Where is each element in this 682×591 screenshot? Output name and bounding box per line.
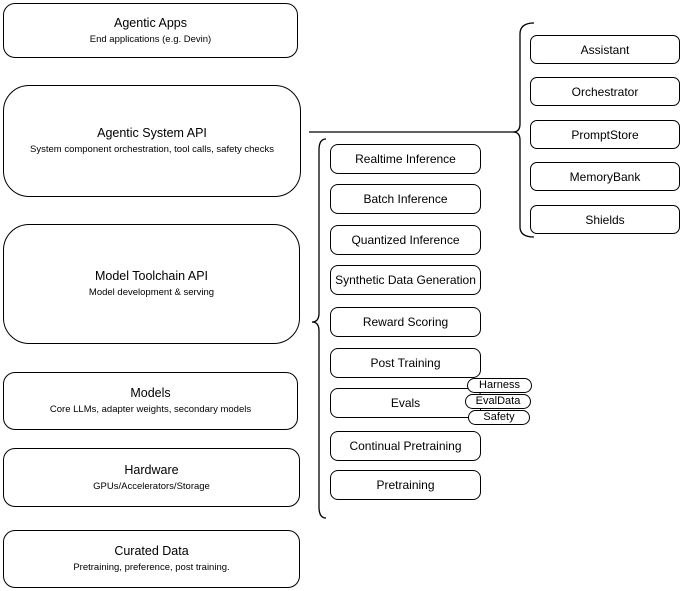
node-evals: Evals (330, 388, 481, 418)
node-reward-scoring: Reward Scoring (330, 307, 481, 337)
node-title: Agentic System API (97, 126, 207, 140)
tag-evaldata: EvalData (465, 394, 531, 409)
node-pretraining: Pretraining (330, 470, 481, 500)
node-agentic-apps: Agentic Apps End applications (e.g. Devi… (3, 3, 298, 58)
node-title: Model Toolchain API (94, 269, 209, 283)
node-subtitle: Pretraining, preference, post training. (73, 562, 230, 573)
node-promptstore: PromptStore (530, 120, 680, 149)
node-title: Models (130, 386, 171, 400)
node-hardware: Hardware GPUs/Accelerators/Storage (3, 448, 300, 507)
node-synthetic-data-generation: Synthetic Data Generation (330, 265, 481, 295)
tag-harness: Harness (467, 378, 532, 393)
node-subtitle: GPUs/Accelerators/Storage (93, 480, 210, 492)
node-post-training: Post Training (330, 348, 481, 378)
node-batch-inference: Batch Inference (330, 184, 481, 214)
node-model-toolchain-api: Model Toolchain API Model development & … (3, 224, 300, 344)
node-title: Agentic Apps (114, 15, 187, 30)
node-orchestrator: Orchestrator (530, 77, 680, 106)
node-subtitle: Model development & serving (88, 287, 215, 298)
node-shields: Shields (530, 205, 680, 234)
node-agentic-system-api: Agentic System API System component orch… (3, 85, 301, 197)
node-subtitle: System component orchestration, tool cal… (30, 144, 274, 155)
toolchain-brace (311, 138, 327, 519)
node-models: Models Core LLMs, adapter weights, secon… (3, 372, 298, 430)
components-brace (512, 22, 535, 238)
node-title: Curated Data (114, 544, 189, 558)
tag-safety: Safety (468, 410, 530, 425)
node-assistant: Assistant (530, 35, 680, 64)
node-title: Hardware (124, 462, 179, 477)
node-continual-pretraining: Continual Pretraining (330, 431, 481, 461)
node-subtitle: Core LLMs, adapter weights, secondary mo… (49, 404, 252, 415)
node-quantized-inference: Quantized Inference (330, 225, 481, 255)
node-memorybank: MemoryBank (530, 162, 680, 191)
node-subtitle: End applications (e.g. Devin) (89, 33, 212, 45)
node-curated-data: Curated Data Pretraining, preference, po… (3, 530, 300, 588)
node-realtime-inference: Realtime Inference (330, 144, 481, 174)
